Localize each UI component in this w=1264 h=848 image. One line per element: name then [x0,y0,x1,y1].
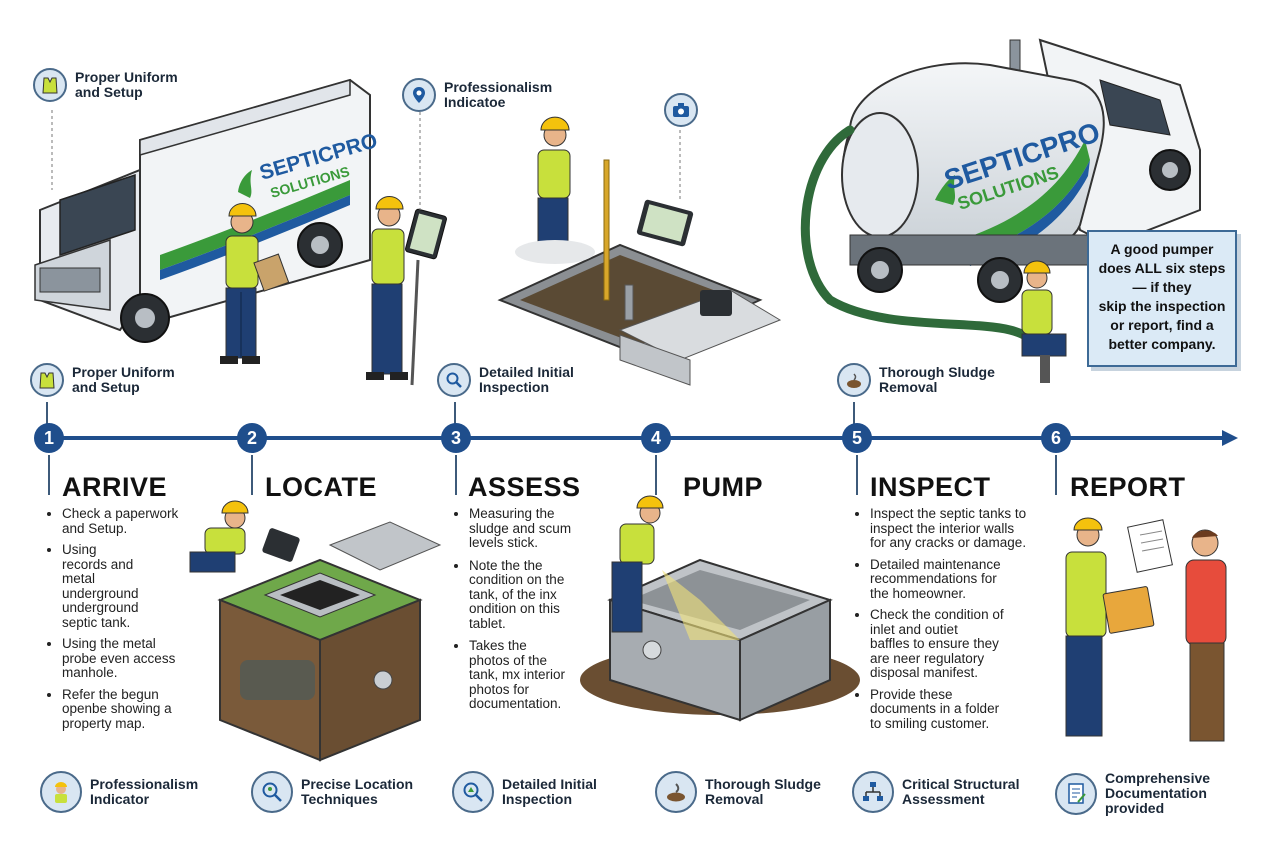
step-number-3: 3 [441,423,471,453]
tag-uniform-mid: Proper Uniform and Setup [30,363,175,397]
bullet-item: Detailed maintenance recommendations for… [870,557,1070,602]
tag-label: Precise Location Techniques [301,776,414,807]
worker-icon [40,771,82,813]
worker-probe [366,196,447,386]
document-icon [1055,772,1097,815]
locate-ground-block [189,500,442,762]
step-title-arrive: ARRIVE [62,472,168,502]
step-connector [856,455,858,495]
bullet-item: Provide these documents in a folder to s… [870,687,1070,732]
bullet-item: Using the metal probe even access manhol… [62,636,212,681]
worker-clipboard [220,203,290,364]
step-title-locate: LOCATE [265,472,377,502]
tag-label: Comprehensive Documentation provided [1105,770,1211,816]
step-number-1: 1 [34,423,64,453]
bottom-tag-documentation: Comprehensive Documentation provided [1055,771,1210,816]
step-number-5: 5 [842,423,872,453]
magnifier-icon [437,363,471,397]
location-search-icon [251,771,293,813]
pit-scene [497,116,782,386]
bullet-item: Takes the photos of the tank, mx interio… [469,638,619,712]
camera-icon [664,93,698,127]
mid-tag-connector [46,402,48,424]
concrete-tank [580,495,860,722]
tag-label: Critical Structural Assessment [902,776,1020,807]
tag-uniform-top: Proper Uniform and Setup [33,68,178,102]
bottom-tag-inspection: Detailed Initial Inspection [452,771,597,813]
location-pin-icon [402,78,436,112]
inspection-icon [452,771,494,813]
tag-label: Proper Uniform and Setup [75,69,178,100]
bottom-tag-professionalism: Professionalism Indicator [40,771,198,813]
bullet-item: Check a paperwork and Setup. [62,506,212,536]
tag-label: Detailed Initial Inspection [502,776,597,807]
mid-tag-connector [454,402,456,424]
tag-camera-top [664,93,698,127]
service-van [34,78,371,343]
step-connector [1055,455,1057,495]
step-title-assess: ASSESS [468,472,581,502]
step-title-report: REPORT [1070,472,1186,502]
mid-tag-connector [853,402,855,424]
worker-hose [1021,260,1067,383]
step-connector [251,455,253,495]
safety-vest-icon [33,68,67,102]
bottom-tag-sludge: Thorough Sludge Removal [655,771,821,813]
bullet-item: Inspect the septic tanks to inspect the … [870,506,1070,551]
step-connector [455,455,457,495]
bullet-item: Note the the condition on the tank, of t… [469,558,619,632]
step-title-pump: PUMP [683,472,764,502]
bullet-item: Refer the begun openbe showing a propert… [62,687,212,732]
bottom-tag-structural: Critical Structural Assessment [852,771,1019,813]
safety-vest-icon [30,363,64,397]
tag-inspection-mid: Detailed Initial Inspection [437,363,574,397]
step-number-6: 6 [1041,423,1071,453]
step-number-4: 4 [641,423,671,453]
tag-label: Proper Uniform and Setup [72,364,175,395]
tag-label: Thorough Sludge Removal [705,776,821,807]
report-scene [1065,517,1227,742]
step-connector [48,455,50,495]
step-number-2: 2 [237,423,267,453]
bullet-item: Using records and metal underground unde… [62,542,212,630]
inspect-bullets: Inspect the septic tanks to inspect the … [856,506,1070,738]
tag-sludge-mid: Thorough Sludge Removal [837,363,995,397]
step-title-inspect: INSPECT [870,472,991,502]
assess-bullets: Measuring the sludge and scum levels sti… [455,506,619,719]
sludge-icon [655,771,697,813]
arrive-bullets: Check a paperwork and Setup. Using recor… [48,506,212,738]
advice-callout: A good pumper does ALL six steps — if th… [1087,230,1237,367]
bullet-item: Check the condition of inlet and outiet … [870,607,1070,681]
timeline-arrowhead [1222,430,1238,446]
tag-label: Detailed Initial Inspection [479,364,574,395]
bottom-tag-location: Precise Location Techniques [251,771,413,813]
tag-professionalism-top: Professionalism Indicatoe [402,78,552,112]
tag-label: Professionalism Indicator [90,776,199,807]
tag-label: Professionalism Indicatoe [444,79,553,110]
bullet-item: Measuring the sludge and scum levels sti… [469,506,619,551]
structure-icon [852,771,894,813]
step-connector [655,455,657,495]
tag-label: Thorough Sludge Removal [879,364,995,395]
sludge-icon [837,363,871,397]
